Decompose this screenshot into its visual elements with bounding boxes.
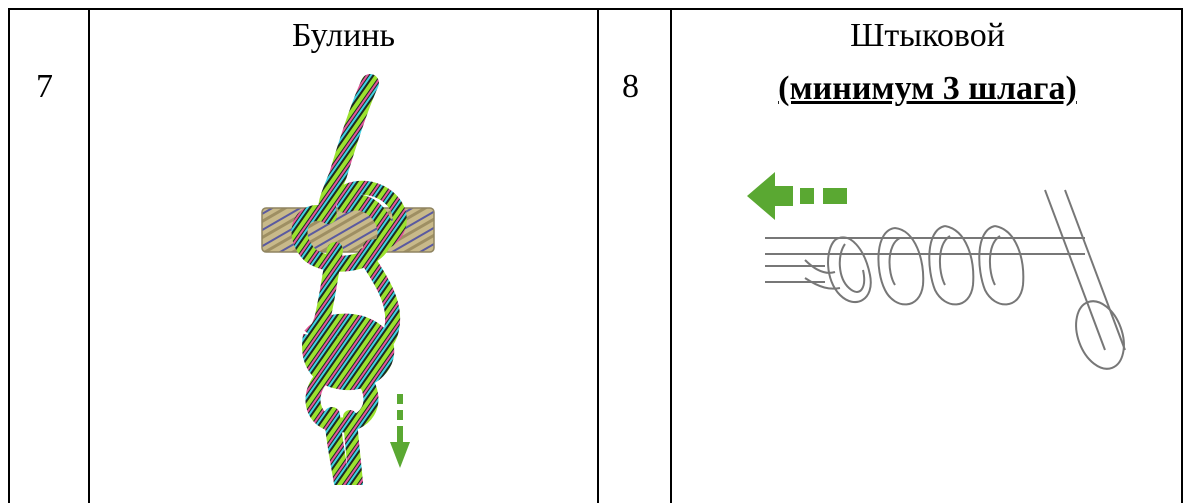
- knot-subtitle-clove: (минимум 3 шлага): [778, 70, 1077, 107]
- knot-title-clove: Штыковой: [850, 17, 1005, 54]
- row-number-left: 7: [36, 68, 53, 105]
- bowline-knot-illustration: [261, 74, 435, 485]
- knot-title-bowline: Булинь: [291, 17, 396, 54]
- column-divider: [670, 10, 672, 503]
- arrow-down-icon: [390, 394, 410, 468]
- column-divider: [597, 10, 599, 503]
- knot-table: 7 Булинь 8 Штыковой (минимум 3 шлага): [8, 8, 1183, 503]
- column-divider: [88, 10, 90, 503]
- row-number-right: 8: [622, 68, 639, 105]
- arrow-left-icon: [747, 172, 847, 220]
- clove-hitch-round-turns-illustration: [765, 189, 1126, 370]
